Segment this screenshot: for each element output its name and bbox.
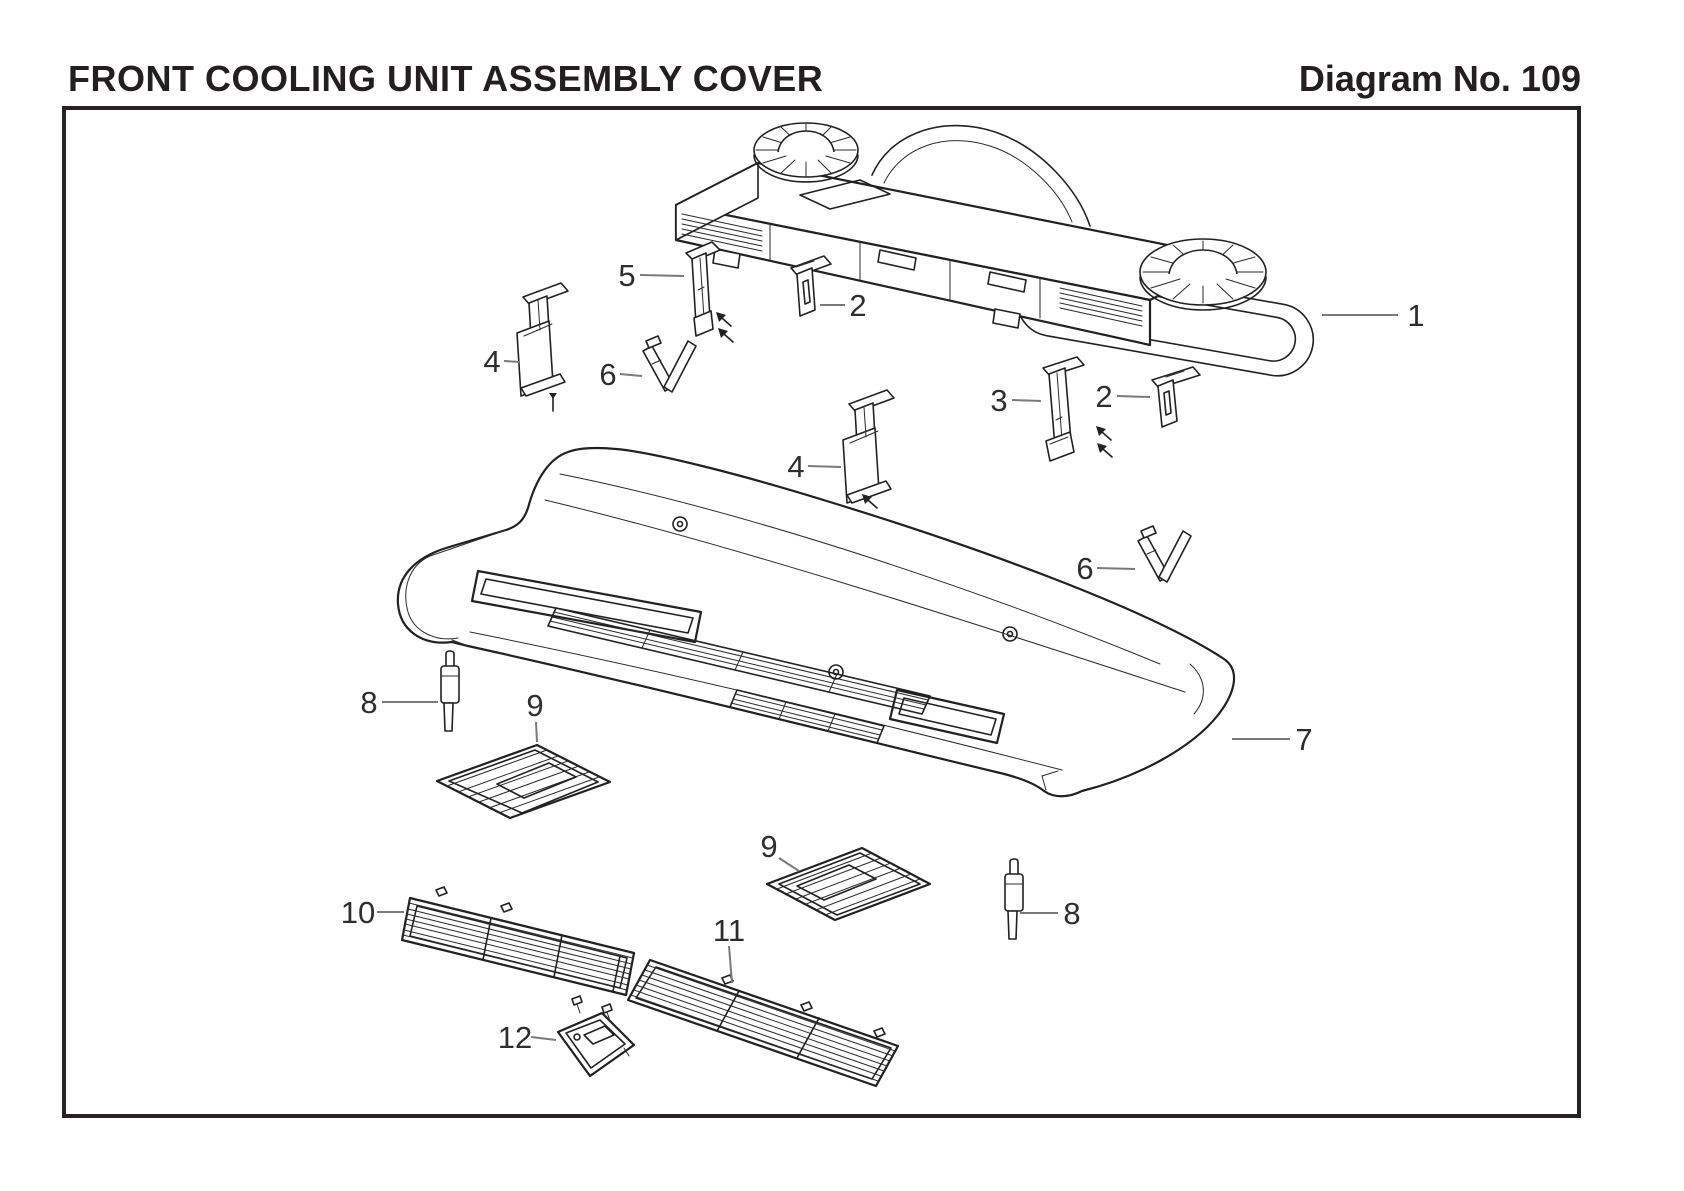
callout-9b: 9 — [760, 829, 800, 872]
callout-8a: 8 — [360, 685, 438, 720]
part-6-clip-right — [1137, 525, 1192, 583]
callout-4a: 4 — [483, 344, 521, 379]
svg-text:2: 2 — [1095, 379, 1112, 414]
svg-text:1: 1 — [1407, 298, 1424, 333]
svg-text:9: 9 — [760, 829, 777, 864]
svg-text:8: 8 — [360, 685, 377, 720]
callout-9a: 9 — [526, 688, 544, 743]
svg-text:4: 4 — [787, 449, 804, 484]
callout-2a: 2 — [820, 288, 867, 323]
part-6-clip-left — [642, 335, 697, 393]
part-5-bracket — [685, 241, 721, 337]
svg-text:12: 12 — [498, 1020, 532, 1055]
callout-12: 12 — [498, 1020, 557, 1055]
diagram-frame — [62, 106, 1581, 1118]
callout-10: 10 — [341, 895, 404, 930]
part-1-cooling-unit-assembly — [674, 122, 1315, 377]
callout-2b: 2 — [1095, 379, 1151, 414]
part-2-bracket-right — [1151, 366, 1201, 428]
callouts: 1 2 2 3 4 4 5 — [341, 258, 1425, 1055]
screw-boss-icons — [672, 516, 1018, 680]
callout-3: 3 — [990, 383, 1042, 418]
part-10-louver-vent — [400, 886, 636, 997]
svg-text:5: 5 — [618, 258, 635, 293]
callout-5: 5 — [618, 258, 685, 293]
diagram-number: Diagram No. 109 — [1298, 58, 1581, 99]
svg-text:8: 8 — [1063, 896, 1080, 931]
screw-icons — [549, 312, 1113, 509]
callout-4b: 4 — [787, 449, 842, 484]
part-12-mount-plate — [556, 995, 636, 1078]
part-2-bracket-left — [790, 255, 832, 317]
svg-text:9: 9 — [526, 688, 543, 723]
svg-text:6: 6 — [1076, 551, 1093, 586]
callout-6a: 6 — [599, 357, 643, 392]
fan-left — [753, 122, 859, 183]
callout-1: 1 — [1322, 298, 1425, 333]
page-title: FRONT COOLING UNIT ASSEMBLY COVER — [68, 58, 824, 99]
callout-8b: 8 — [1020, 896, 1081, 931]
part-9-grille-right — [765, 846, 932, 922]
callout-7: 7 — [1232, 722, 1313, 757]
svg-text:3: 3 — [990, 383, 1007, 418]
svg-text:6: 6 — [599, 357, 616, 392]
svg-text:10: 10 — [341, 895, 375, 930]
part-4-bracket-right — [842, 389, 895, 504]
part-8-pin-right — [1004, 858, 1024, 940]
svg-text:4: 4 — [483, 344, 500, 379]
part-11-louver-vent — [626, 958, 900, 1088]
svg-text:7: 7 — [1295, 722, 1312, 757]
callout-6b: 6 — [1076, 551, 1136, 586]
part-8-pin-left — [440, 650, 460, 732]
fan-right — [1139, 238, 1267, 311]
callout-11: 11 — [713, 913, 745, 984]
part-3-bracket — [1042, 356, 1085, 462]
svg-text:2: 2 — [849, 288, 866, 323]
part-4-bracket-left — [516, 282, 569, 397]
svg-text:11: 11 — [713, 913, 745, 948]
part-9-grille-left — [435, 743, 612, 820]
part-7-front-cover — [396, 446, 1236, 798]
